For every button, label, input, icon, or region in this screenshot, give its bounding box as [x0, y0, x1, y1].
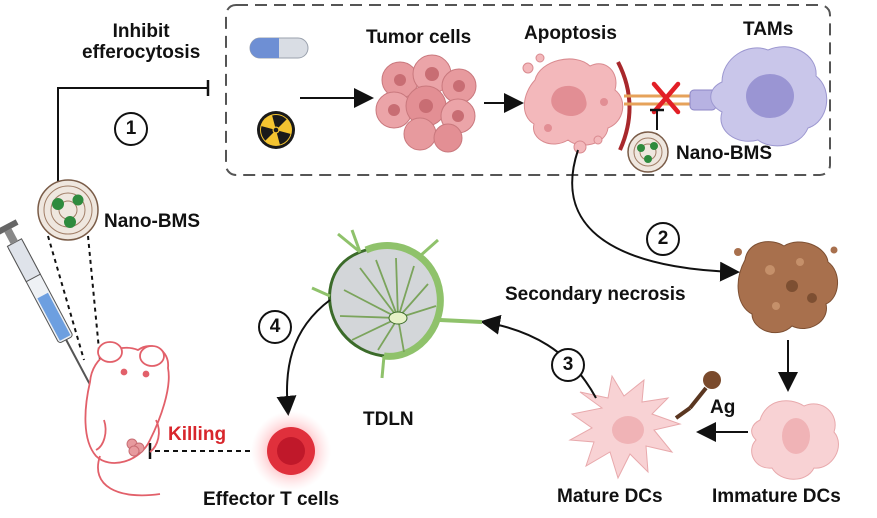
mouse-tumor-icon	[126, 438, 145, 457]
tdln-icon	[311, 229, 483, 379]
tumor-cells-label: Tumor cells	[366, 27, 472, 48]
immature-dcs-label: Immature DCs	[712, 486, 841, 507]
tams-label: TAMs	[743, 19, 794, 40]
step-2-badge: 2	[646, 222, 680, 256]
capsule-icon	[249, 37, 309, 59]
nano-bms-top-label: Nano-BMS	[676, 143, 773, 164]
step-3-badge: 3	[551, 348, 585, 382]
step-1-badge: 1	[114, 112, 148, 146]
necrotic-cell-icon	[734, 241, 838, 334]
nano-bms-left-label: Nano-BMS	[104, 211, 201, 232]
dotted-guide-1	[47, 235, 85, 361]
inhibit-line2-text: efferocytosis	[82, 41, 201, 63]
effector-t-cells-label: Effector T cells	[203, 489, 340, 510]
tme-dashed-box	[225, 4, 831, 176]
step-4-badge: 4	[258, 310, 292, 344]
apoptotic-cell-icon	[522, 53, 624, 154]
effector-t-cell-icon	[251, 411, 331, 491]
arrow-step4	[276, 299, 331, 416]
ag-label: Ag	[710, 397, 736, 418]
arrow-step3	[480, 314, 597, 399]
secondary-necrosis-label: Secondary necrosis	[505, 284, 686, 305]
nano-bms-large-icon	[37, 179, 99, 241]
immature-dc-icon	[751, 400, 839, 480]
syringe-icon	[0, 219, 96, 394]
nano-bms-small-icon	[627, 131, 669, 173]
inhibit-efferocytosis-label: Inhibit efferocytosis	[82, 21, 201, 64]
tam-cell-icon	[710, 46, 828, 147]
inhibit-line	[57, 87, 208, 183]
tumor-cells-icon	[375, 54, 477, 153]
dotted-guide-2	[87, 235, 101, 361]
mouse-icon	[84, 341, 170, 497]
arrow-step2	[571, 149, 740, 282]
mature-dc-icon	[568, 374, 682, 480]
blocked-x-icon	[651, 81, 681, 115]
killing-label: Killing	[168, 424, 227, 445]
apoptosis-label: Apoptosis	[524, 23, 617, 44]
tdln-label: TDLN	[363, 409, 414, 430]
radiation-icon	[257, 111, 295, 149]
antigen-icon	[674, 371, 721, 420]
inhibit-line1-text: Inhibit	[112, 21, 170, 42]
mature-dcs-label: Mature DCs	[557, 486, 663, 507]
